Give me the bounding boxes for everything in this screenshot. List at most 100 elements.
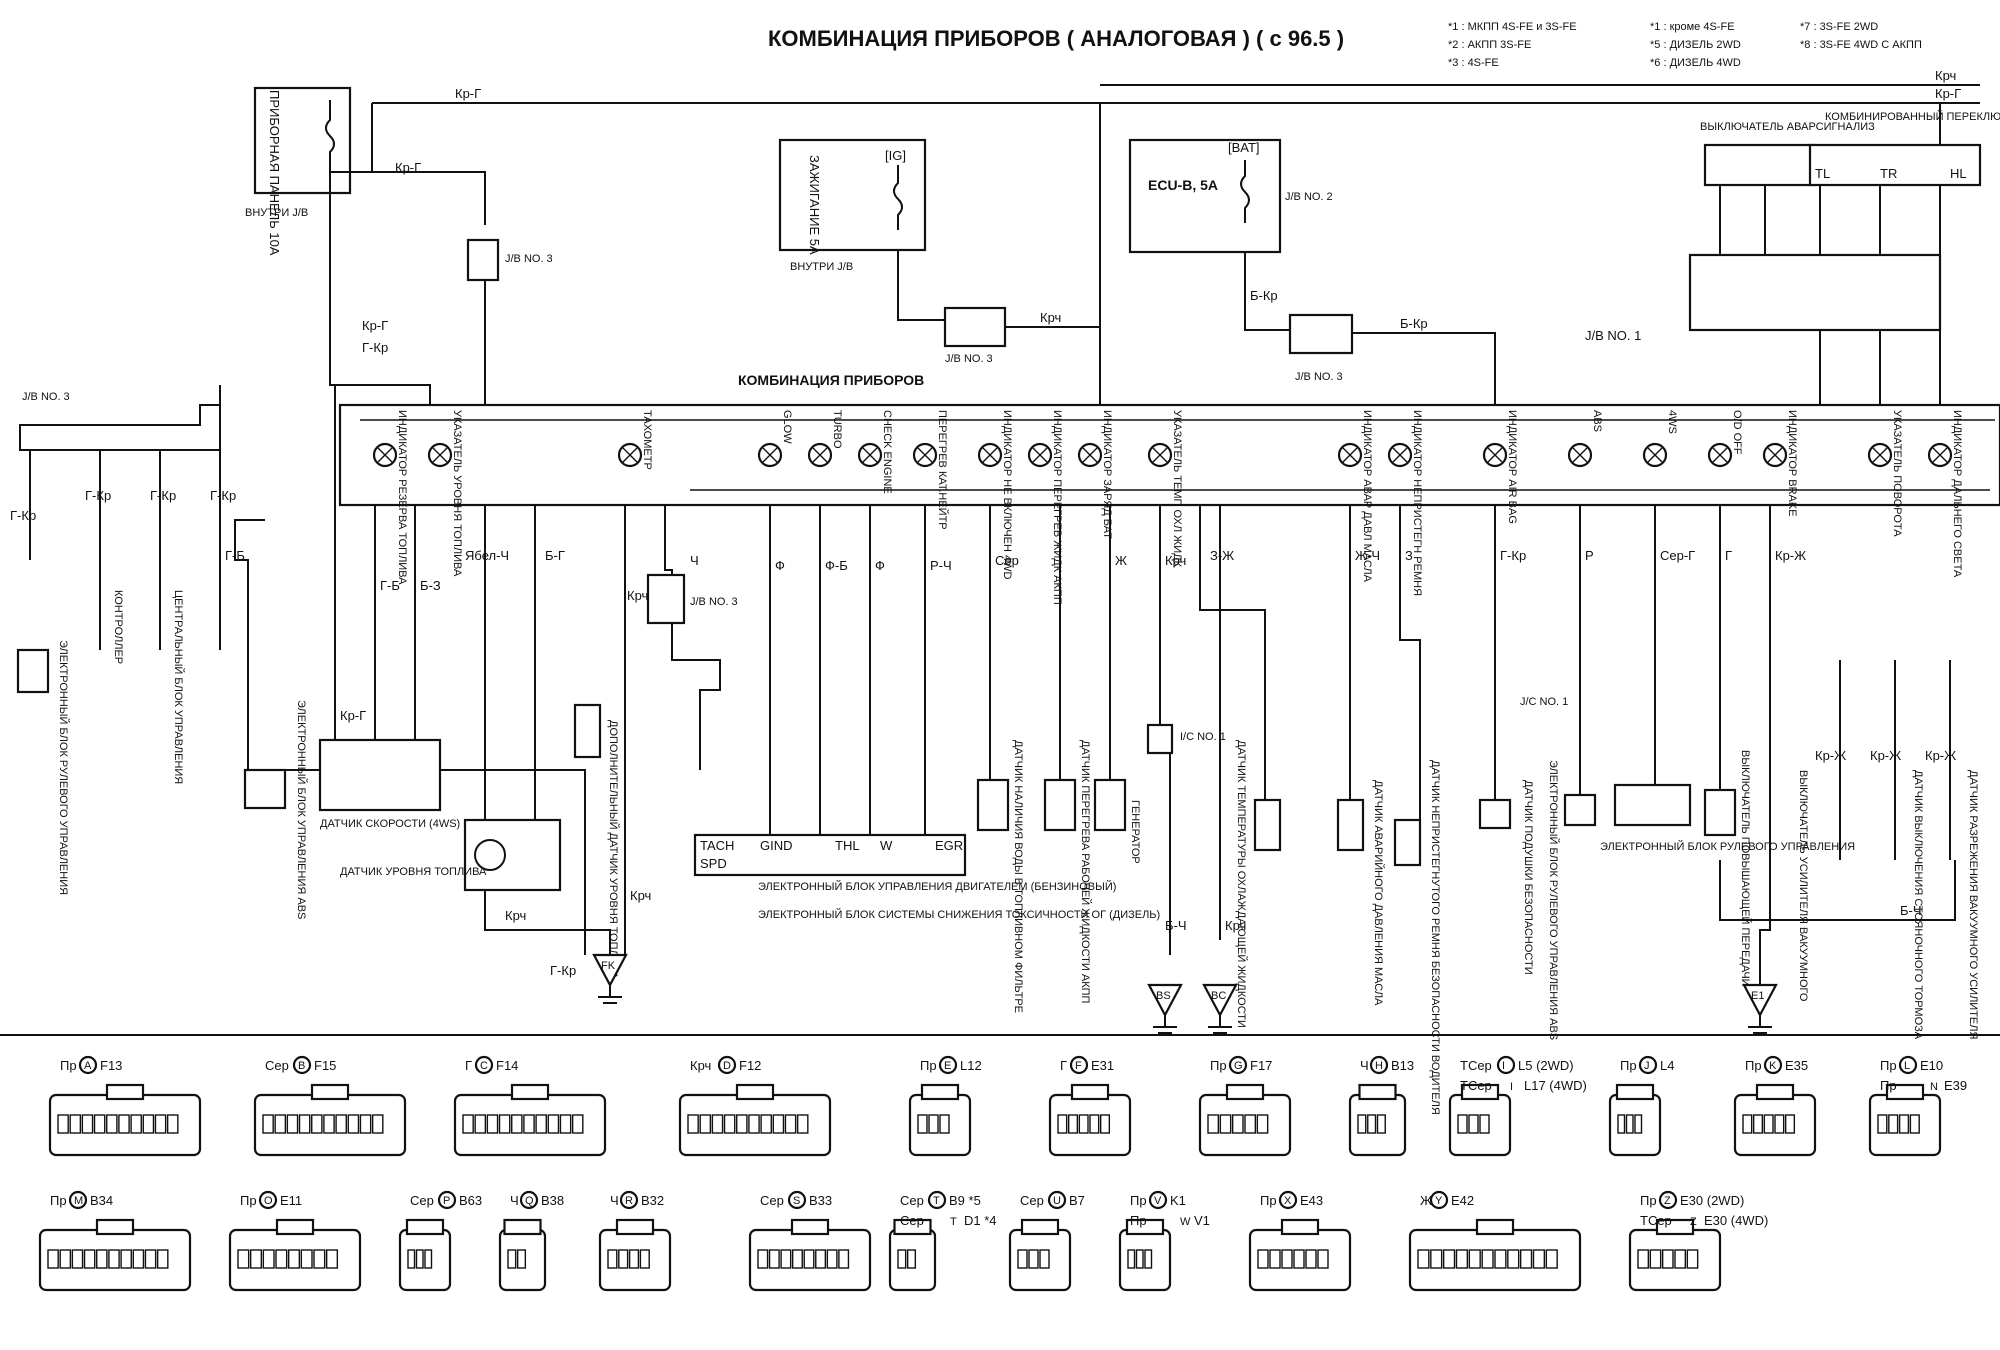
- connector-color: Пр: [1880, 1078, 1897, 1093]
- gauge-label: УКАЗАТЕЛЬ УРОВНЯ ТОПЛИВА: [451, 410, 463, 577]
- gauge-indicator: ИНДИКАТОР BRAKE: [1762, 410, 1798, 517]
- connector-cavity-icon: [535, 1114, 547, 1134]
- connector-latch-icon: [95, 1218, 135, 1236]
- connector-pin: T: [950, 1216, 957, 1228]
- connector-pin: H: [1375, 1060, 1383, 1072]
- wire: [29, 450, 221, 650]
- jb-label: J/B NO. 3: [1295, 371, 1343, 383]
- generator-label: ГЕНЕРАТОР: [1129, 800, 1141, 864]
- connector-shape-icon: [1868, 1093, 1942, 1157]
- connector-color: Сер: [1020, 1193, 1044, 1208]
- connector-cavity-icon: [1244, 1114, 1257, 1134]
- ground-icon: [598, 985, 622, 1004]
- wire: [989, 505, 1111, 780]
- connector-cavity-icon: [1649, 1249, 1662, 1269]
- connector-cavity-icon: [516, 1249, 527, 1269]
- connector-cavity-icon: [249, 1249, 263, 1269]
- connector-latch-icon: [1885, 1083, 1925, 1101]
- wire: [1719, 185, 1941, 255]
- connector-code: L4: [1660, 1058, 1674, 1073]
- combo-label: КОМБИНИРОВАННЫЙ ПЕРЕКЛЮЧАТЕЛЬ: [1825, 110, 2000, 123]
- oil-sensor-box: [1336, 798, 1365, 852]
- gauge-label: ИНДИКАТОР ДАЛЬНЕГО СВЕТА: [1951, 410, 1963, 578]
- connector-cavity-icon: [313, 1249, 326, 1269]
- connector-pin-badge: [1763, 1055, 1783, 1075]
- connector-pin: W: [1180, 1216, 1191, 1228]
- connector-code: E30 (4WD): [1704, 1213, 1768, 1228]
- ecu-pin: SPD: [700, 856, 727, 871]
- connector-latch-icon: [1125, 1218, 1165, 1236]
- connector-pin-badge: [1638, 1055, 1658, 1075]
- connector-cavity-icon: [1481, 1249, 1494, 1269]
- connector-pin: K: [1769, 1060, 1777, 1072]
- od-switch-label: ВЫКЛЮЧАТЕЛЬ ПОВЫШАЮЩЕЙ ПЕРЕДАЧИ: [1739, 750, 1752, 987]
- connector-pin: X: [1284, 1195, 1292, 1207]
- connector-cavity-icon: [748, 1114, 760, 1134]
- lamp-cross-icon: [1392, 447, 1408, 463]
- fuse-symbol: [325, 100, 335, 172]
- connector-cavity-icon: [262, 1114, 274, 1134]
- legend-item: *1 : МКПП 4S-FE и 3S-FE: [1448, 21, 1577, 33]
- connector-cavity-icon: [917, 1114, 928, 1134]
- connector-pin-badge: [68, 1190, 88, 1210]
- connector-cavity-icon: [1219, 1114, 1232, 1134]
- connector-color: Сер: [760, 1193, 784, 1208]
- connector-color: Пр: [1745, 1058, 1762, 1073]
- connector-pin: A: [84, 1060, 92, 1072]
- lamp-cross-icon: [917, 447, 933, 463]
- lamp-cross-icon: [812, 447, 828, 463]
- legend-item: *2 : АКПП 3S-FE: [1448, 39, 1531, 51]
- gauge-label: ИНДИКАТОР ЗАРЯД БАТ: [1101, 410, 1113, 539]
- connector-latch-icon: [1280, 1218, 1320, 1236]
- connector-shape-icon: [598, 1228, 672, 1292]
- connector-code: F17: [1250, 1058, 1272, 1073]
- lamp-cross-icon: [432, 447, 448, 463]
- coolant-sensor-box: [1253, 798, 1282, 852]
- connector-cavity-icon: [371, 1114, 384, 1134]
- lamp-cross-icon: [377, 447, 393, 463]
- wire: [1719, 860, 1956, 921]
- connector-code: B32: [641, 1193, 664, 1208]
- connector-cavity-icon: [628, 1249, 640, 1269]
- connector-code: V1: [1194, 1213, 1210, 1228]
- connector-pin-badge: [1278, 1190, 1298, 1210]
- connector-cavity-icon: [59, 1249, 72, 1269]
- connector-pin-badge: [1429, 1190, 1449, 1210]
- jb-label: J/B NO. 2: [1285, 191, 1333, 203]
- inside-jb-label: ВНУТРИ J/B: [245, 207, 308, 219]
- connector-code: L17 (4WD): [1524, 1078, 1587, 1093]
- wire-label: Р: [1585, 548, 1594, 563]
- connector-cavity-icon: [815, 1249, 827, 1269]
- connector-latch-icon: [1460, 1083, 1500, 1101]
- hl-label: HL: [1950, 166, 1967, 181]
- connector-cavity-icon: [274, 1114, 287, 1134]
- jb-no3-left: J/B NO. 3: [19, 385, 221, 451]
- connector-code: F14: [496, 1058, 518, 1073]
- connector-cavity-icon: [1317, 1249, 1329, 1269]
- wire-label: Кр-Ж: [1815, 748, 1846, 763]
- connector-cavity-icon: [96, 1249, 108, 1269]
- at-temp-box: [1043, 778, 1077, 832]
- connector-cavity-icon: [1281, 1249, 1293, 1269]
- wire-label: Б-Ч: [1165, 918, 1187, 933]
- wire-label: Ябел-Ч: [465, 548, 509, 563]
- connector-cavity-icon: [1661, 1249, 1674, 1269]
- connector-pin-badge: [787, 1190, 807, 1210]
- connector-cavity-icon: [838, 1249, 850, 1269]
- gauge-label: ИНДИКАТОР РЕЗЕРВА ТОПЛИВА: [396, 410, 408, 585]
- wire-label: Кр-Ж: [1925, 748, 1956, 763]
- wire: [1839, 660, 1951, 860]
- connector-cavity-icon: [498, 1114, 511, 1134]
- instrument-cluster: КОМБИНАЦИЯ ПРИБОРОВ: [338, 372, 2000, 507]
- lamp-cross-icon: [1152, 447, 1168, 463]
- connector-cavity-icon: [71, 1249, 84, 1269]
- connector-latch-icon: [405, 1218, 445, 1236]
- legend-item: *3 : 4S-FE: [1448, 57, 1499, 69]
